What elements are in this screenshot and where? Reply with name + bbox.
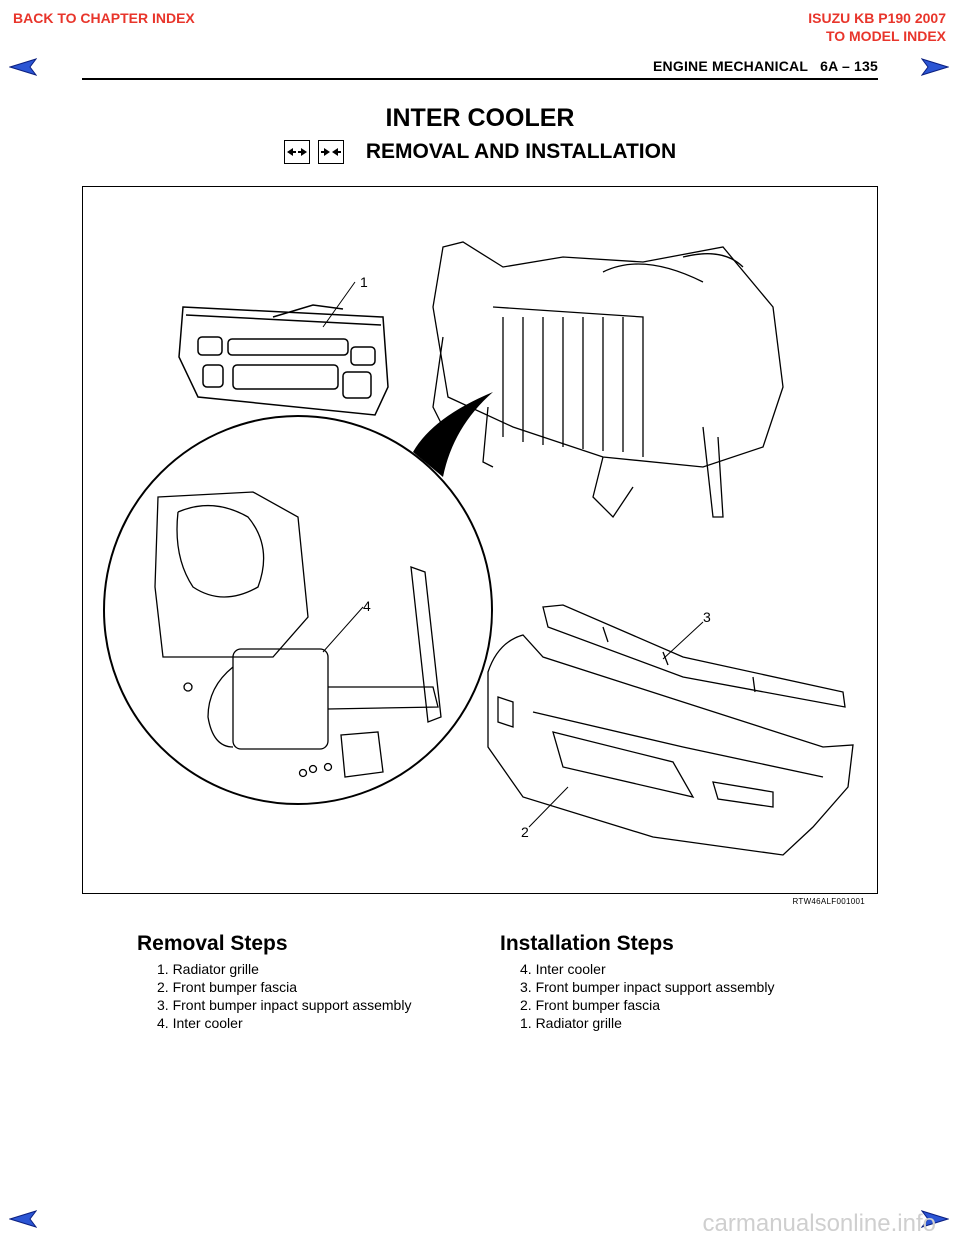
previous-page-arrow-icon[interactable] bbox=[9, 58, 37, 76]
callout-2: 2 bbox=[521, 824, 529, 840]
list-item: 2. Front bumper fascia bbox=[520, 997, 661, 1013]
model-title[interactable]: ISUZU KB P190 2007 bbox=[808, 10, 946, 26]
bumper-impact-support-drawing bbox=[542, 604, 846, 708]
list-item: 2. Front bumper fascia bbox=[157, 979, 298, 995]
installation-steps-heading: Installation Steps bbox=[500, 932, 674, 955]
radiator-grille-drawing bbox=[178, 304, 389, 416]
inter-cooler-drawing bbox=[154, 491, 442, 778]
removal-steps-heading: Removal Steps bbox=[137, 932, 288, 955]
header-rule bbox=[82, 78, 878, 80]
radiator-support-drawing bbox=[432, 241, 784, 519]
installation-arrows-icon bbox=[317, 140, 344, 164]
list-item: 1. Radiator grille bbox=[520, 1015, 622, 1031]
list-item: 1. Radiator grille bbox=[157, 961, 259, 977]
previous-page-arrow-icon[interactable] bbox=[9, 1210, 37, 1228]
removal-arrows-icon bbox=[283, 140, 310, 164]
callout-3: 3 bbox=[703, 609, 711, 625]
list-item: 3. Front bumper inpact support assembly bbox=[157, 997, 412, 1013]
list-item: 4. Inter cooler bbox=[520, 961, 606, 977]
callout-4: 4 bbox=[363, 598, 371, 614]
back-to-chapter-index-link[interactable]: BACK TO CHAPTER INDEX bbox=[13, 10, 195, 26]
list-item: 3. Front bumper inpact support assembly bbox=[520, 979, 775, 995]
page-subtitle: REMOVAL AND INSTALLATION bbox=[365, 140, 677, 163]
removal-steps-list: 1. Radiator grille 2. Front bumper fasci… bbox=[137, 960, 411, 1032]
watermark: carmanualsonline.info bbox=[702, 1210, 936, 1237]
next-page-arrow-icon[interactable] bbox=[921, 1210, 949, 1228]
running-header: ENGINE MECHANICAL 6A – 135 bbox=[653, 58, 878, 74]
page-title: INTER COOLER bbox=[385, 104, 575, 132]
next-page-arrow-icon[interactable] bbox=[921, 58, 949, 76]
list-item: 4. Inter cooler bbox=[157, 1015, 243, 1031]
callout-leaders bbox=[322, 281, 704, 828]
exploded-view-figure: 1 2 3 4 bbox=[82, 186, 878, 894]
figure-code: RTW46ALF001001 bbox=[792, 897, 865, 906]
to-model-index-link[interactable]: TO MODEL INDEX bbox=[825, 28, 946, 44]
detail-pointer-wedge bbox=[413, 392, 493, 477]
detail-circle bbox=[103, 415, 493, 805]
exploded-diagram: 1 2 3 4 bbox=[103, 241, 854, 856]
removal-steps-section: Removal Steps 1. Radiator grille 2. Fron… bbox=[137, 932, 411, 1032]
subtitle-row: REMOVAL AND INSTALLATION bbox=[0, 140, 960, 164]
front-bumper-fascia-drawing bbox=[487, 634, 854, 856]
installation-steps-list: 4. Inter cooler 3. Front bumper inpact s… bbox=[500, 960, 774, 1032]
installation-steps-section: Installation Steps 4. Inter cooler 3. Fr… bbox=[500, 932, 774, 1032]
callout-1: 1 bbox=[360, 274, 368, 290]
